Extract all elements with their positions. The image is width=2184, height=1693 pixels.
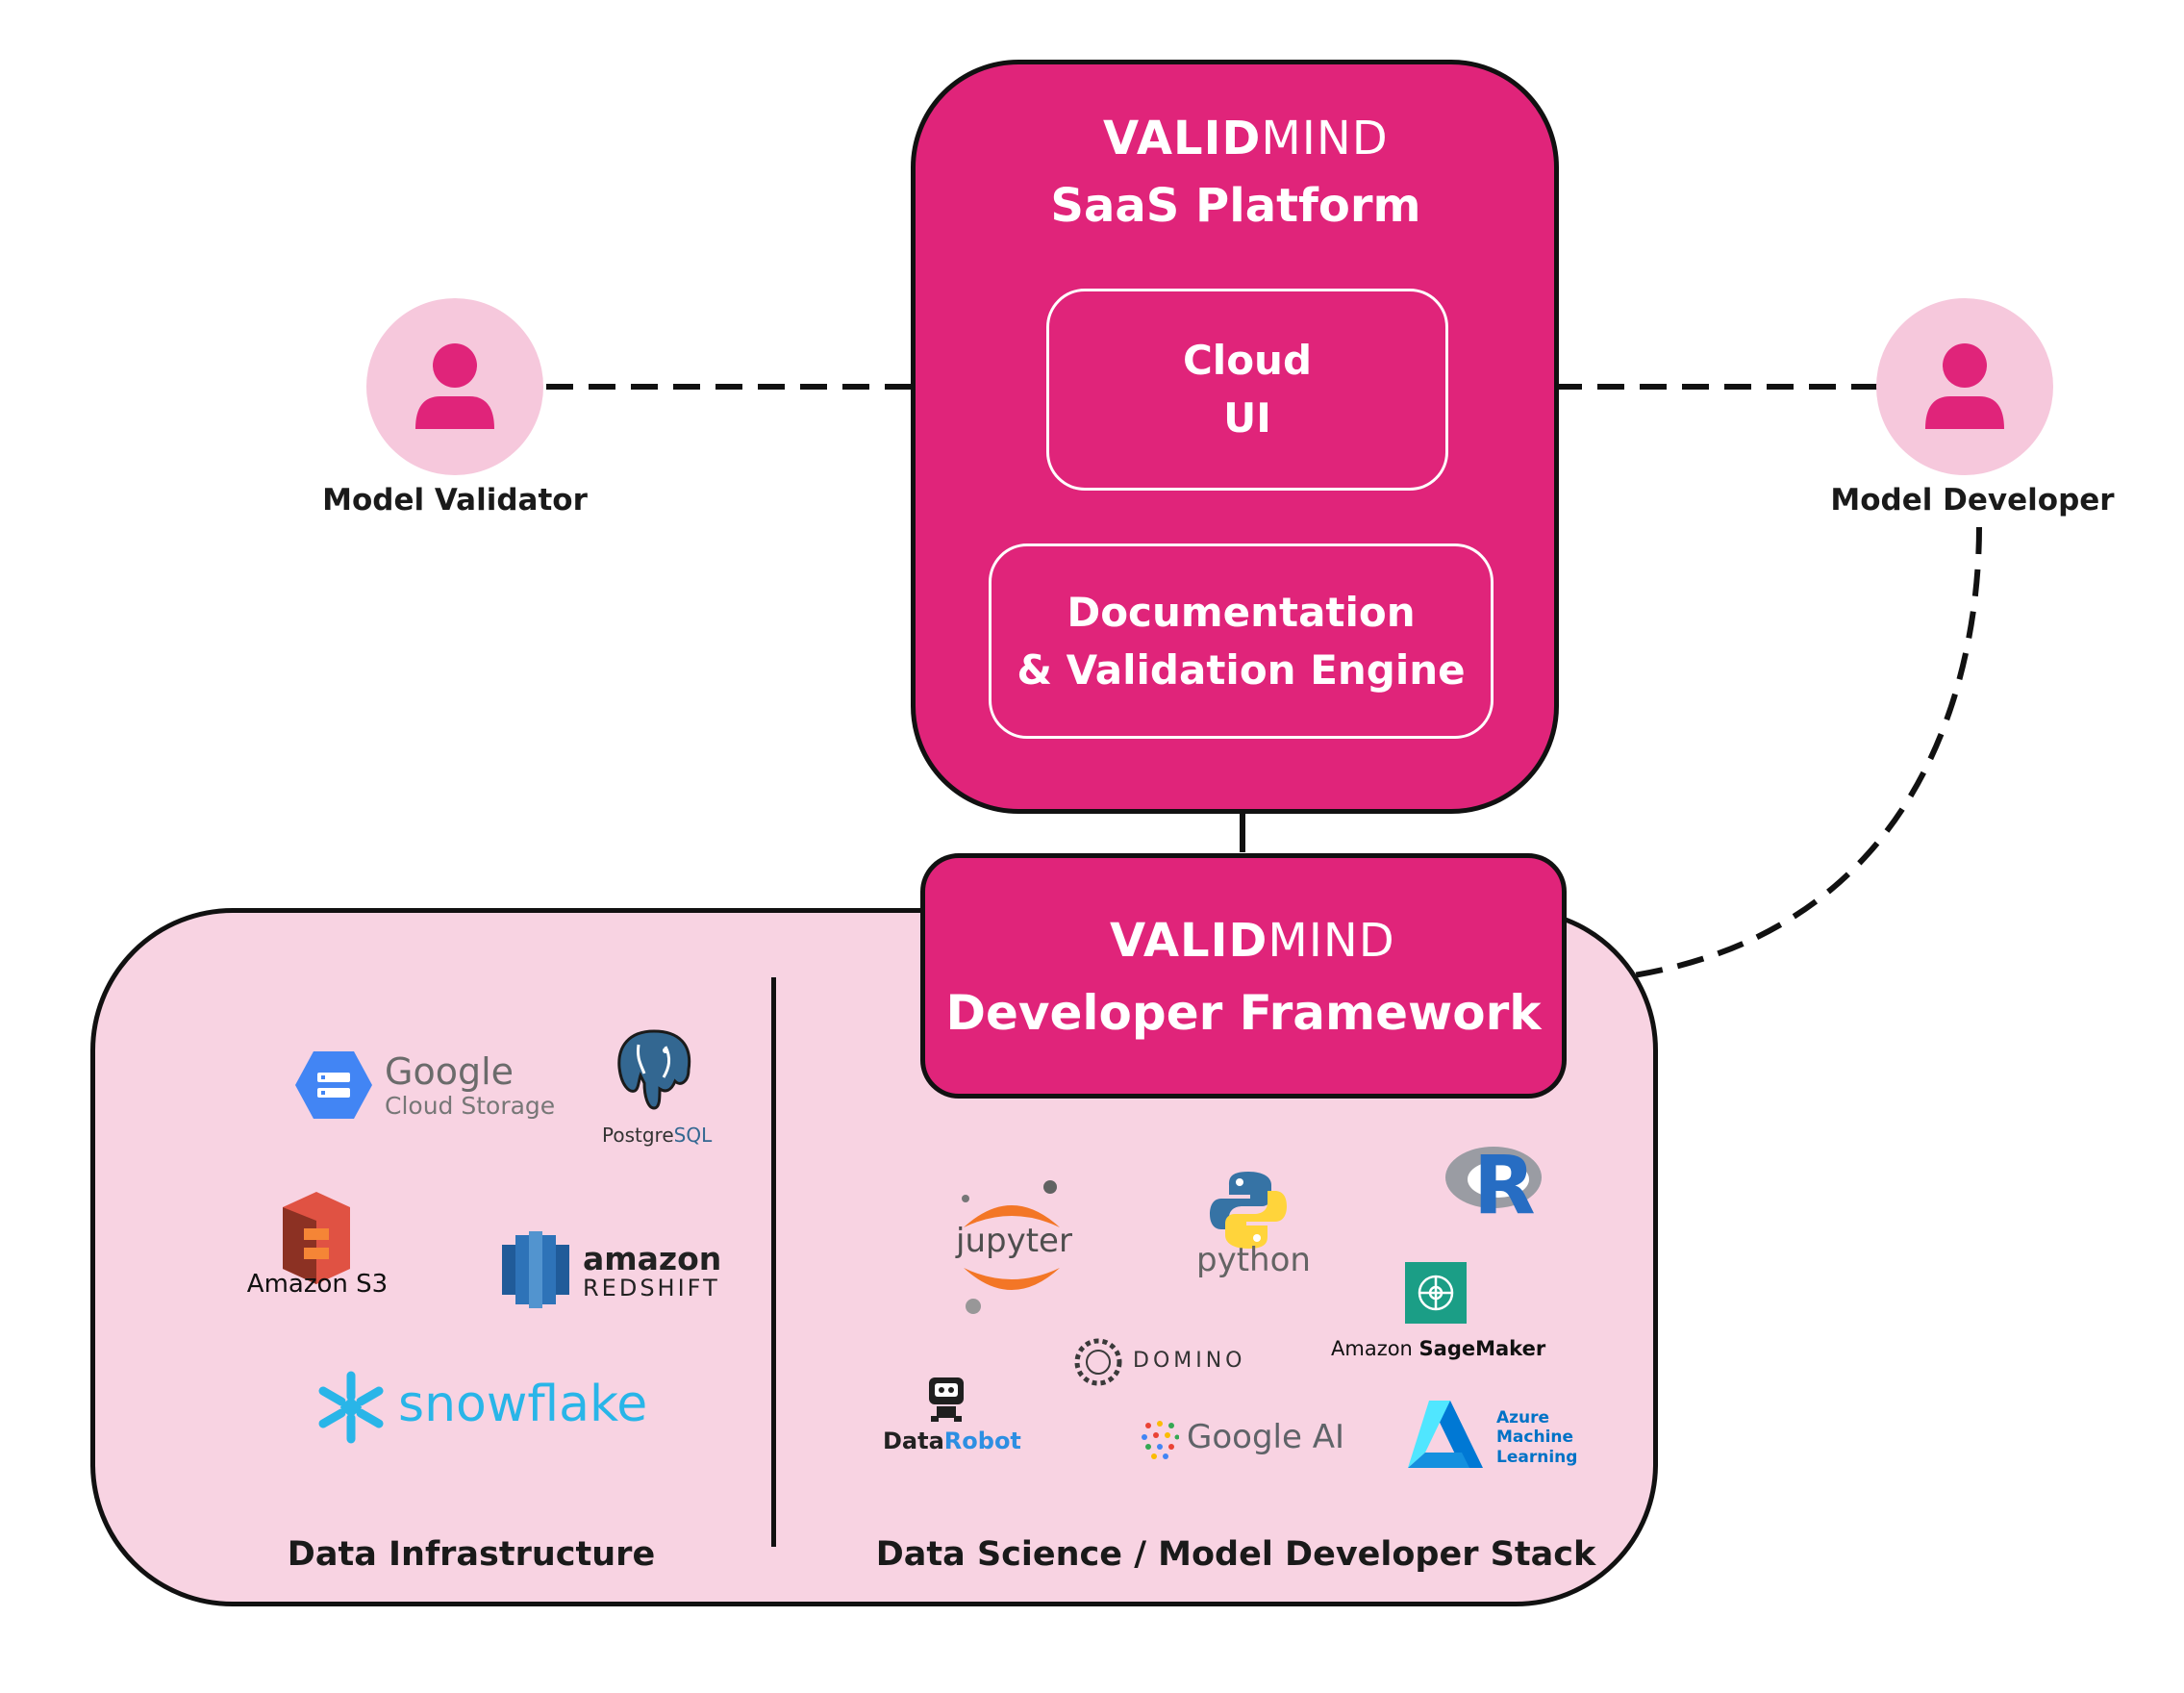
sagemaker-a: Amazon	[1331, 1337, 1419, 1360]
validmind-logo-saas: VALIDMIND	[1103, 112, 1388, 165]
azure-ml-icon	[1408, 1401, 1483, 1468]
amazon-s3-label: Amazon S3	[246, 1270, 389, 1299]
domino-label: DOMINO	[1133, 1349, 1246, 1373]
python-icon	[1210, 1172, 1287, 1249]
sagemaker-icon	[1405, 1262, 1467, 1324]
brand-mind: MIND	[1268, 914, 1395, 968]
azure-line-1: Azure	[1496, 1408, 1550, 1428]
domino-icon	[1074, 1338, 1122, 1386]
person-icon	[415, 343, 494, 429]
postgres-a: Postgre	[602, 1124, 674, 1147]
redshift-amazon: amazon	[583, 1240, 722, 1277]
postgresql-elephant-icon	[617, 1029, 691, 1110]
brand-valid: VALID	[1110, 914, 1268, 968]
sagemaker-b: SageMaker	[1418, 1337, 1546, 1360]
cloud-ui-box[interactable]: Cloud UI	[1046, 289, 1448, 491]
snowflake-icon	[318, 1371, 384, 1444]
validation-engine-box[interactable]: Documentation & Validation Engine	[989, 543, 1494, 739]
postgres-b: SQL	[673, 1124, 713, 1147]
google-cloud-storage-logo: Google Cloud Storage	[294, 1049, 555, 1122]
azure-line-3: Learning	[1496, 1447, 1578, 1467]
redshift-name: REDSHIFT	[583, 1275, 720, 1301]
developer-to-framework-connector	[1605, 526, 1982, 982]
datarobot-label: DataRobot	[883, 1428, 1021, 1454]
model-developer-label: Model Developer	[1830, 483, 2115, 518]
r-label: R	[1473, 1138, 1536, 1232]
saas-platform-title: SaaS Platform	[1050, 179, 1421, 233]
gcs-subtitle: Cloud Storage	[385, 1091, 556, 1120]
sagemaker-label: Amazon SageMaker	[1331, 1337, 1546, 1360]
brand-valid: VALID	[1103, 112, 1262, 165]
datarobot-b: Robot	[943, 1428, 1021, 1454]
developer-framework-title: Developer Framework	[945, 985, 1542, 1041]
datarobot-a: Data	[883, 1428, 944, 1454]
amazon-redshift-icon	[502, 1231, 569, 1308]
jupyter-label: jupyter	[956, 1222, 1072, 1260]
azure-line-2: Machine	[1496, 1428, 1574, 1448]
r-logo-icon	[1445, 1147, 1542, 1208]
google-ai-label: Google AI	[1187, 1418, 1344, 1456]
validmind-logo-framework: VALIDMIND	[1110, 914, 1394, 968]
postgresql-label: PostgreSQL	[602, 1124, 712, 1147]
gcs-hexagon-icon	[295, 1051, 372, 1119]
datarobot-icon	[929, 1377, 964, 1422]
amazon-redshift-label: amazon REDSHIFT	[583, 1243, 721, 1300]
python-label: python	[1196, 1241, 1311, 1279]
amazon-s3-icon	[283, 1192, 350, 1284]
section-divider	[771, 977, 776, 1547]
developer-framework-box[interactable]	[920, 853, 1567, 1099]
brand-mind: MIND	[1261, 112, 1389, 165]
azure-ml-label: Azure Machine Learning	[1496, 1408, 1577, 1467]
person-icon	[1925, 343, 2004, 429]
model-validator-label: Model Validator	[322, 483, 588, 518]
snowflake-label: snowflake	[398, 1376, 648, 1433]
ds-stack-label: Data Science / Model Developer Stack	[875, 1535, 1596, 1574]
jupyter-icon	[962, 1180, 1060, 1314]
data-infrastructure-label: Data Infrastructure	[287, 1535, 656, 1574]
google-ai-icon	[1142, 1421, 1179, 1459]
gcs-title: Google	[385, 1049, 515, 1093]
